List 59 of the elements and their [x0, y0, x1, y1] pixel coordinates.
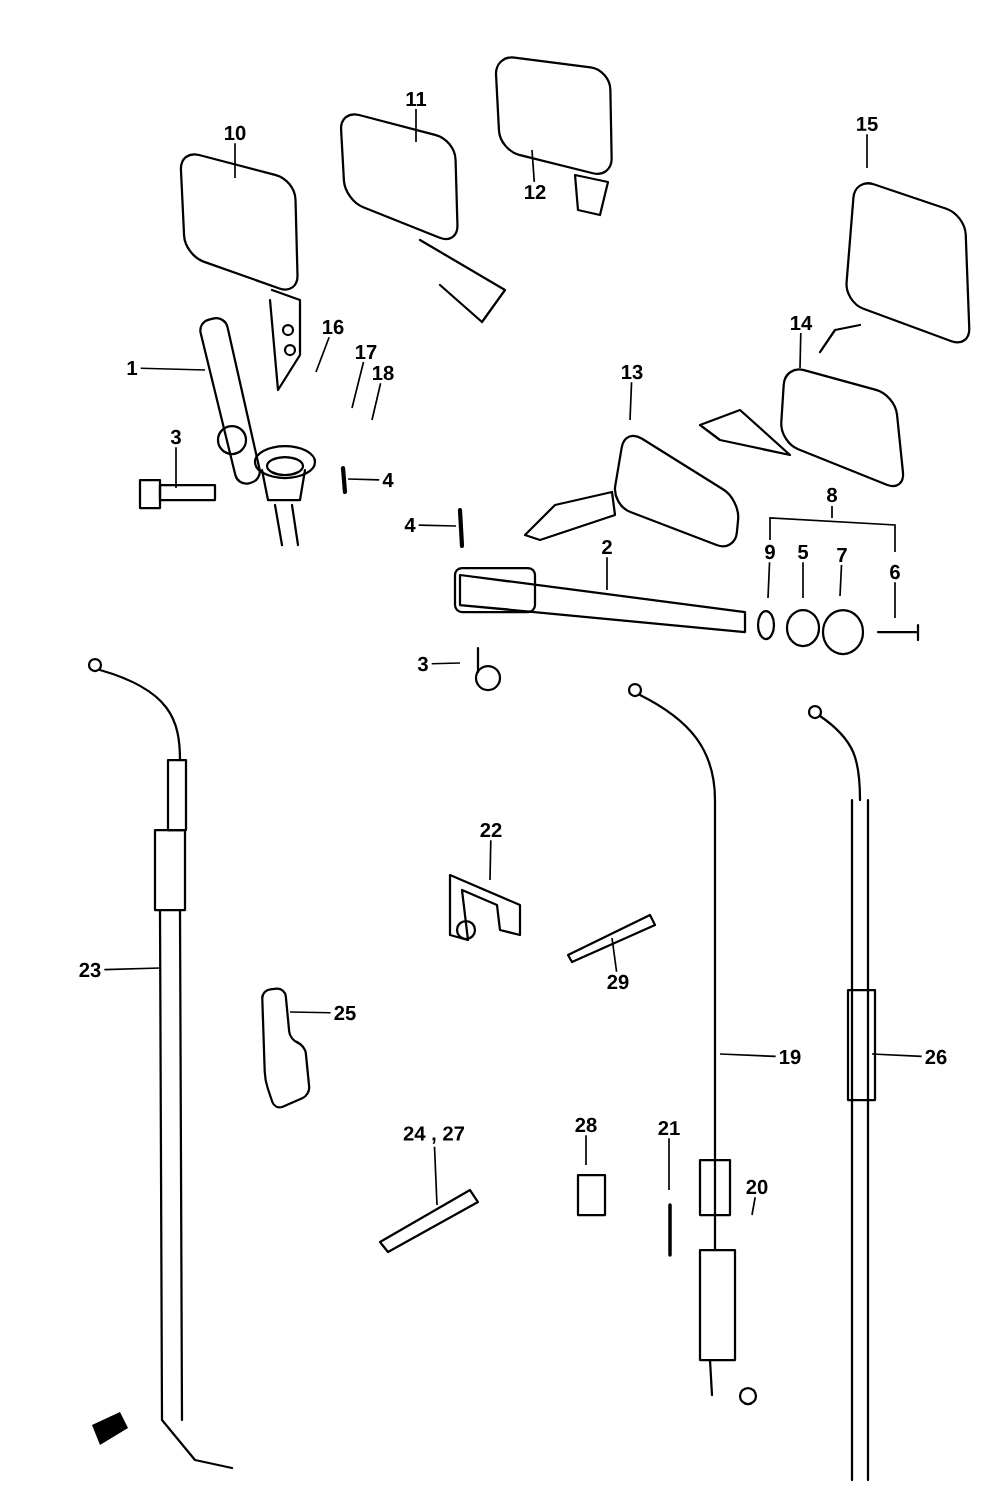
- callout-number: 13: [622, 364, 643, 380]
- callout-number: 3: [417, 656, 428, 672]
- callout-number: 24 , 27: [403, 1126, 465, 1144]
- leader-line: [433, 1145, 438, 1206]
- callout-number: 28: [575, 1117, 597, 1133]
- callout-number: 15: [857, 116, 878, 132]
- leader-line: [585, 1134, 587, 1166]
- callout-number: 14: [791, 316, 813, 330]
- leader-line: [103, 967, 161, 971]
- callout-number: 23: [79, 962, 101, 978]
- callout-number: 20: [746, 1179, 768, 1195]
- leader-line: [751, 1196, 756, 1216]
- leader-line: [351, 361, 365, 409]
- leader-line: [289, 1011, 332, 1014]
- leader-line: [767, 561, 771, 599]
- callout-number: 19: [780, 1049, 801, 1065]
- callout-number: 16: [323, 319, 344, 335]
- callout-number: 9: [765, 544, 775, 560]
- leader-line: [415, 108, 417, 143]
- callout-number: 21: [658, 1120, 680, 1136]
- callout-number: 22: [480, 822, 502, 838]
- leader-line: [139, 367, 206, 371]
- callout-number: 4: [404, 518, 416, 532]
- leader-line: [802, 561, 804, 599]
- callout-number: 6: [890, 564, 900, 580]
- leader-line: [347, 478, 381, 481]
- leader-line: [430, 662, 461, 665]
- callout-number: 11: [406, 92, 427, 106]
- leader-line: [866, 133, 868, 169]
- callout-number: 3: [170, 429, 181, 445]
- leader-line: [175, 446, 177, 489]
- callout-number: 8: [827, 487, 837, 503]
- callout-number: 1: [127, 361, 138, 375]
- leader-line: [668, 1137, 670, 1191]
- callout-number: 2: [602, 539, 612, 555]
- leader-line: [611, 937, 618, 973]
- leader-line: [315, 336, 330, 373]
- leader-line: [371, 382, 382, 421]
- leader-line: [417, 524, 457, 527]
- callout-number: 25: [334, 1005, 356, 1021]
- leader-line: [839, 564, 843, 597]
- callout-number: 4: [382, 473, 394, 487]
- callout-number: 26: [925, 1049, 947, 1065]
- leader-line: [894, 581, 896, 619]
- leader-line: [799, 332, 802, 369]
- leader-line: [606, 556, 608, 591]
- leader-line: [531, 149, 536, 183]
- callout-number: 7: [837, 548, 847, 562]
- leader-line: [871, 1053, 923, 1058]
- leader-line: [234, 142, 236, 179]
- callout-number: 5: [798, 544, 809, 560]
- callout-number: 12: [525, 184, 546, 200]
- callout-number: 18: [373, 365, 394, 381]
- leader-line: [489, 839, 492, 881]
- callout-number: 10: [225, 125, 246, 141]
- leader-line: [719, 1053, 777, 1058]
- callout-number: 17: [356, 345, 377, 359]
- callout-number: 29: [607, 974, 629, 990]
- leader-line: [629, 381, 633, 421]
